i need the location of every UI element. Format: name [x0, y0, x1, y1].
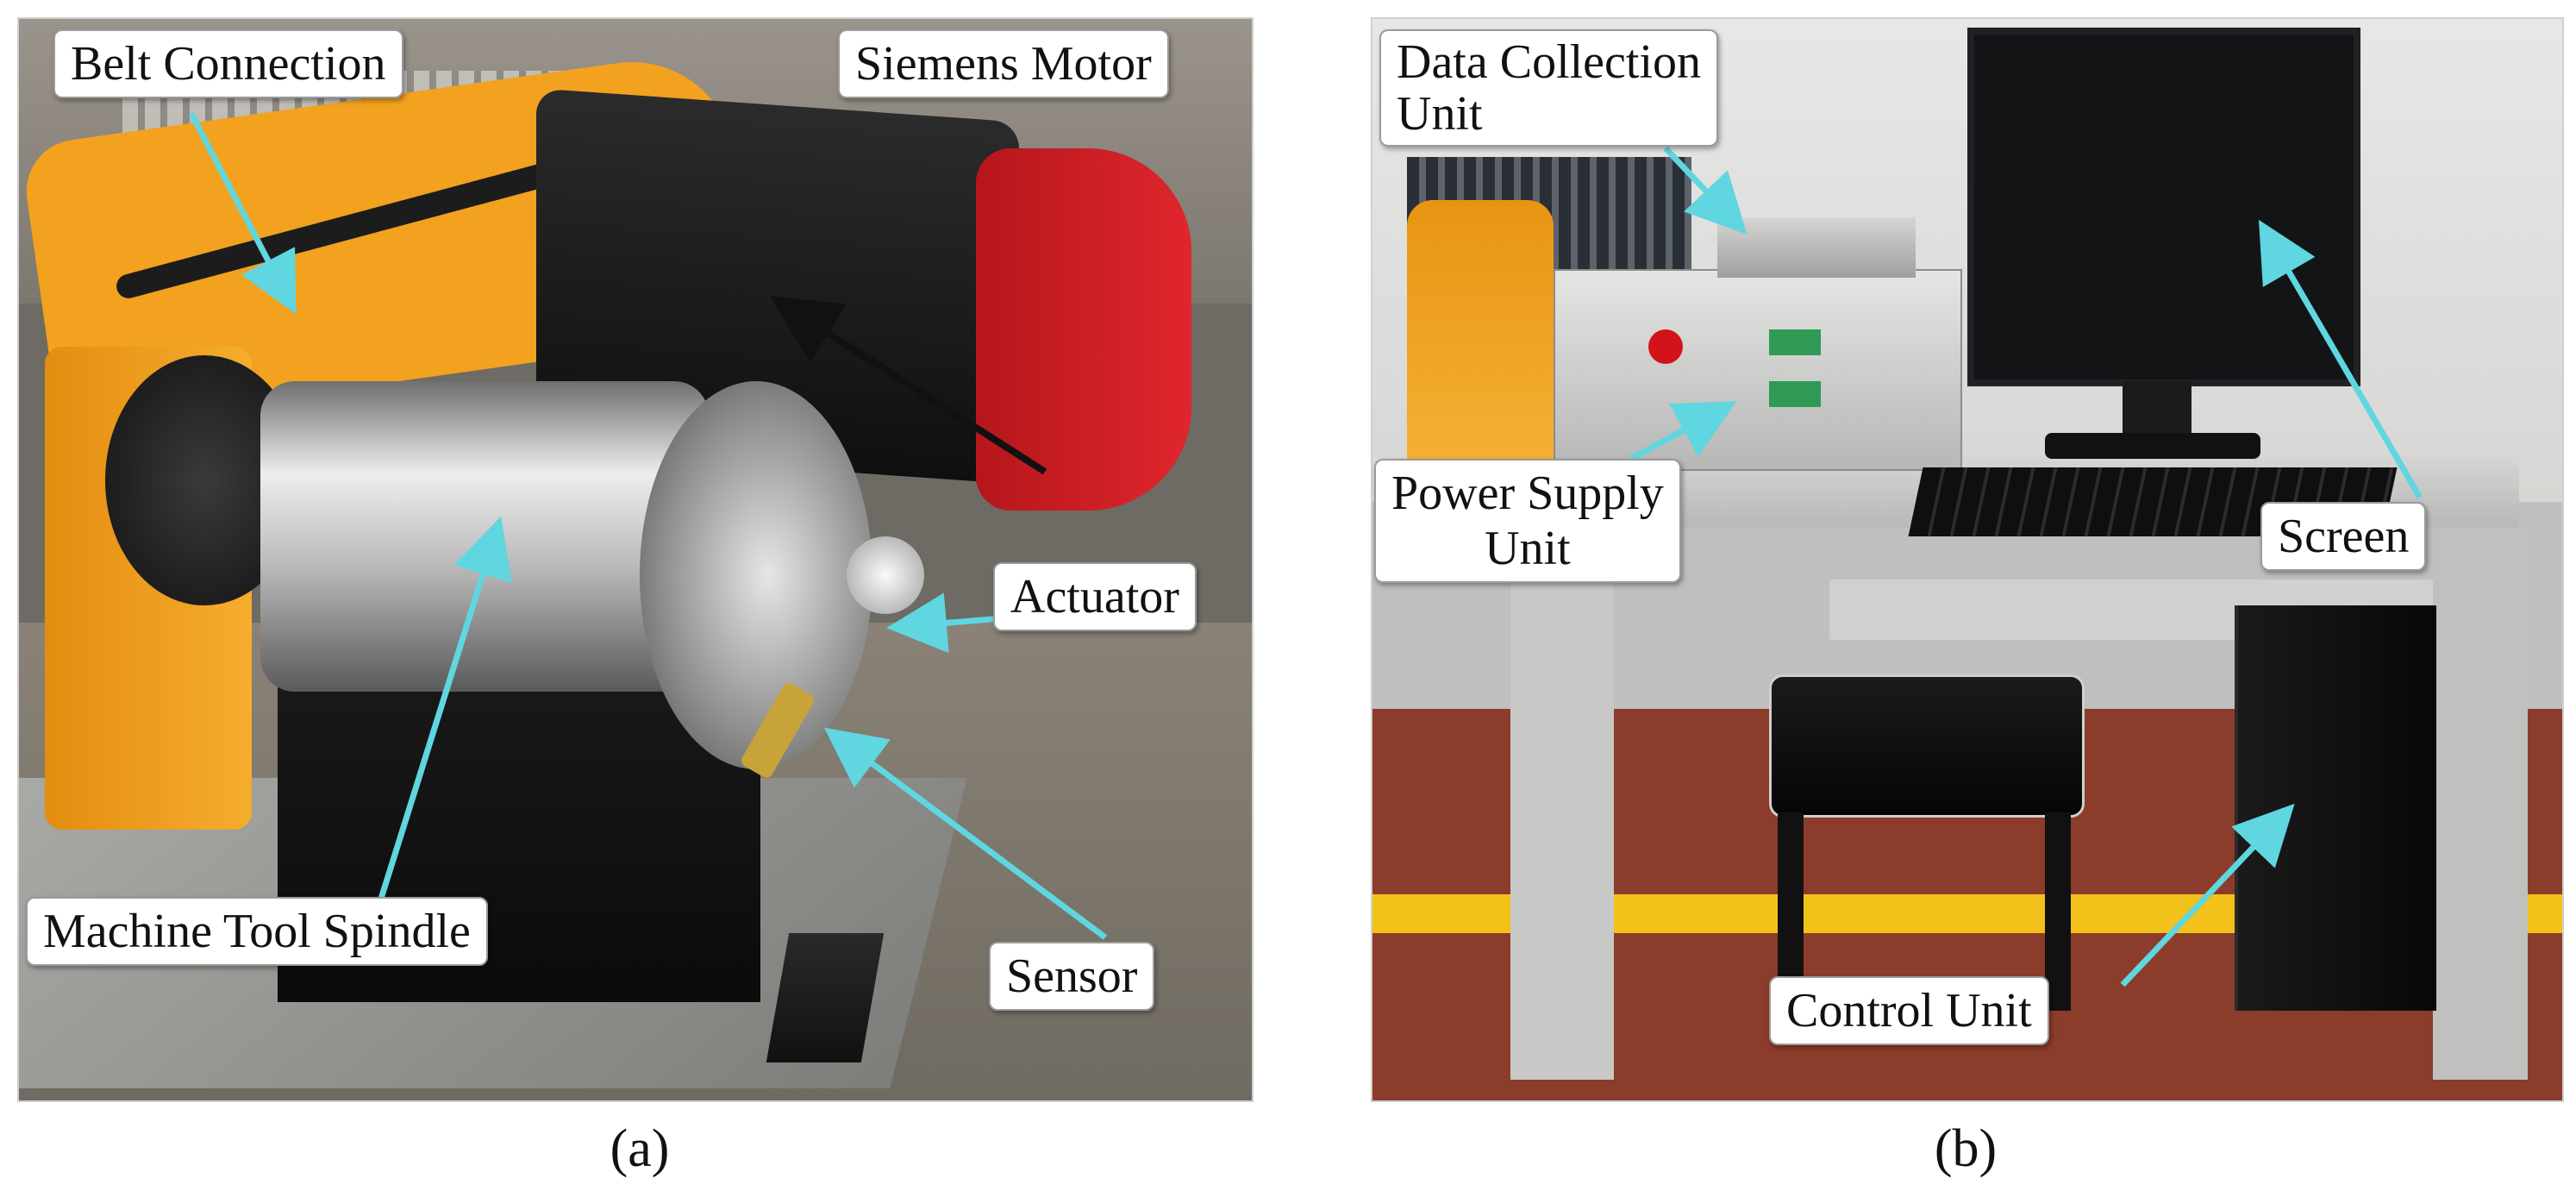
label-power-supply-unit: Power Supply Unit — [1374, 459, 1681, 583]
arrow-actuator-black — [770, 296, 1047, 475]
panel-a-arrows — [188, 112, 1108, 940]
arrow-screen — [2258, 219, 2423, 499]
arrow-power-supply-unit — [1629, 401, 1737, 462]
monitor-screen — [1967, 28, 2360, 386]
arrow-actuator — [886, 592, 1003, 654]
label-control-unit: Control Unit — [1769, 976, 2049, 1045]
label-sensor: Sensor — [989, 942, 1155, 1011]
label-data-collection-unit-line1: Data Collection — [1397, 35, 1702, 89]
monitor-stand-base — [2045, 433, 2260, 459]
desk-side-left — [1510, 528, 1614, 1080]
arrow-data-collection-unit — [1663, 146, 1748, 235]
arrow-belt-connection — [188, 112, 297, 315]
panel-b-arrows — [1629, 146, 2423, 987]
stool-seat — [1769, 674, 2085, 818]
label-belt-connection: Belt Connection — [53, 29, 403, 98]
photo-panel-a: Belt Connection Siemens Motor Actuator M… — [17, 17, 1254, 1102]
caption-b: (b) — [1934, 1119, 1998, 1178]
power-supply-box — [1554, 269, 1962, 471]
label-data-collection-unit: Data Collection Unit — [1379, 29, 1719, 147]
arrow-control-unit — [2120, 803, 2295, 987]
arrow-machine-tool-spindle — [378, 516, 512, 900]
label-power-supply-unit-line1: Power Supply — [1391, 467, 1664, 520]
orange-rig-part — [1407, 200, 1554, 502]
connector-green-1 — [1769, 329, 1821, 355]
power-button — [1648, 329, 1683, 364]
photo-panel-b: Data Collection Unit Power Supply Unit S… — [1371, 17, 2564, 1102]
connector-green-2 — [1769, 381, 1821, 407]
label-siemens-motor: Siemens Motor — [838, 29, 1169, 98]
spindle-flange — [640, 381, 872, 769]
label-power-supply-unit-line2: Unit — [1485, 522, 1571, 575]
caption-a: (a) — [610, 1119, 670, 1178]
label-machine-tool-spindle: Machine Tool Spindle — [26, 897, 488, 966]
label-actuator: Actuator — [993, 562, 1197, 631]
label-screen: Screen — [2260, 502, 2427, 571]
desk-side-right — [2433, 528, 2528, 1080]
monitor-stand — [2123, 381, 2191, 442]
arrow-sensor — [823, 727, 1108, 940]
data-collection-box — [1717, 217, 1916, 278]
label-data-collection-unit-line2: Unit — [1397, 87, 1483, 141]
